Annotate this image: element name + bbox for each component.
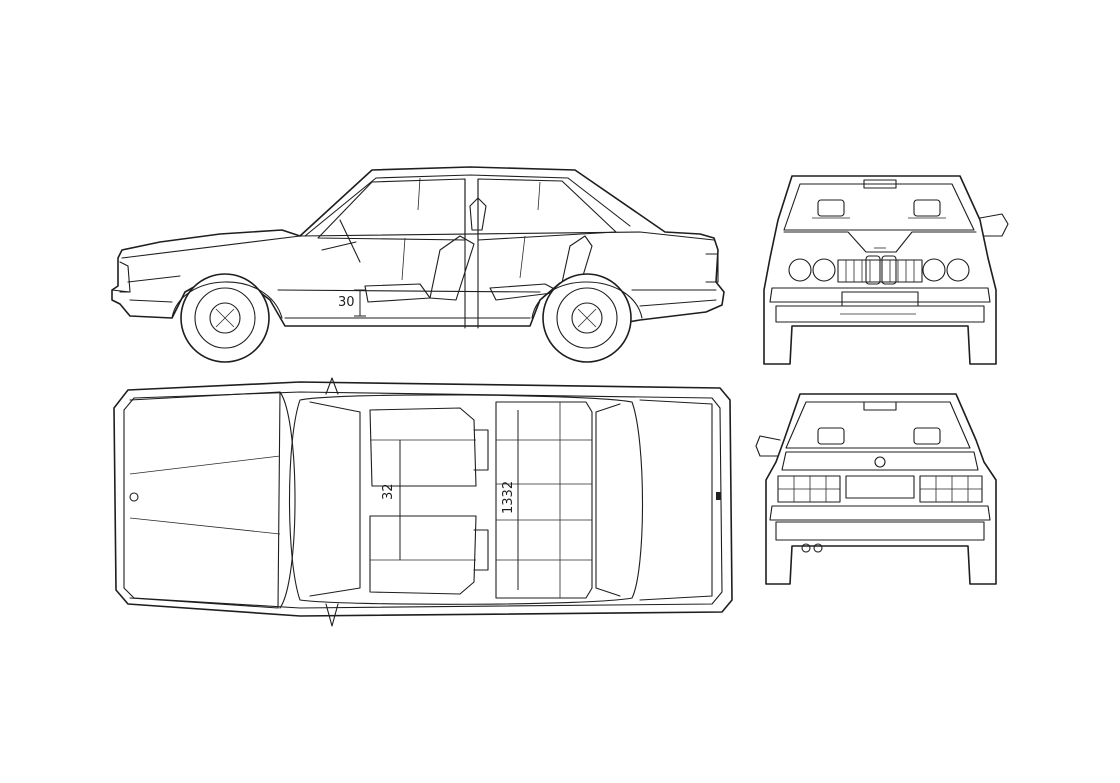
dim-front-shoulder: 32 — [381, 483, 396, 500]
rear-view — [755, 393, 997, 585]
side-view: 30 — [111, 166, 725, 363]
top-view: 32 1332 — [113, 377, 733, 627]
dim-rear-width: 1332 — [501, 481, 516, 514]
front-view — [763, 175, 1009, 365]
dim-seat-height: 30 — [338, 295, 355, 310]
